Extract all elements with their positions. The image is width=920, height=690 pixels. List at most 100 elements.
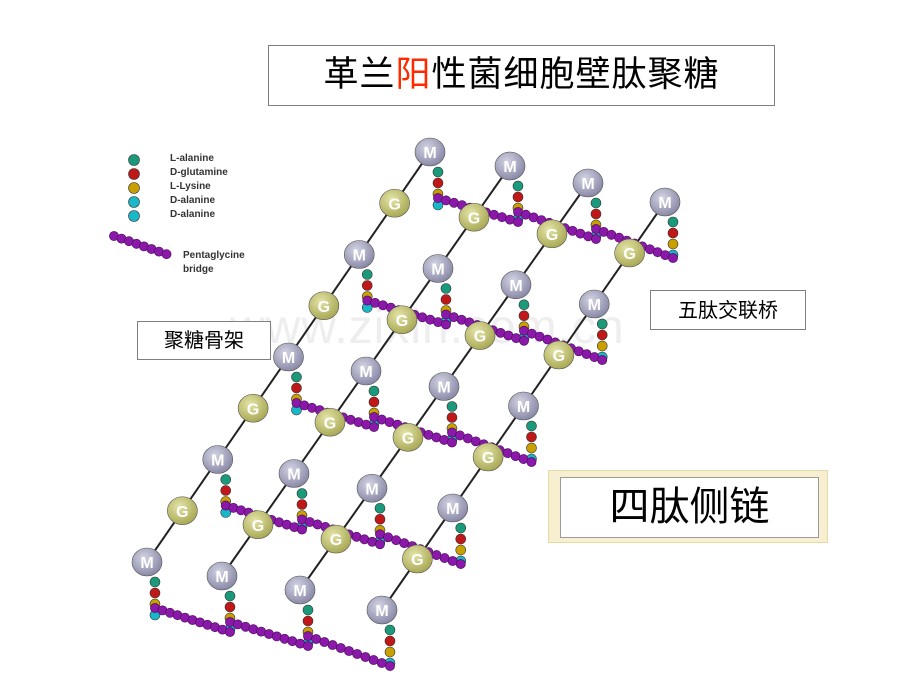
legend-label-3: L-Lysine — [170, 181, 211, 192]
g-sugar-node — [464, 321, 496, 350]
g-sugar-node — [543, 340, 575, 370]
amino-acid-bead — [526, 442, 537, 454]
g-sugar-node — [237, 393, 269, 423]
amino-acid-bead — [455, 533, 467, 545]
g-node-label: G — [396, 313, 408, 330]
legend-bridge-label-1: Pentaglycine — [183, 250, 245, 261]
amino-acid-bead — [361, 280, 373, 291]
legend-label-4: D-alanine — [170, 195, 216, 206]
amino-acid-bead — [526, 431, 537, 443]
amino-acid-bead — [455, 522, 467, 534]
m-node-label: M — [517, 399, 530, 416]
amino-acid-bead — [446, 401, 458, 412]
glycine-bead — [225, 627, 235, 637]
amino-acid-bead — [596, 329, 608, 341]
g-sugar-node — [614, 238, 645, 268]
amino-acid-bead — [440, 283, 452, 294]
g-node-label: G — [324, 415, 336, 432]
g-sugar-node — [320, 524, 352, 554]
m-sugar-node — [273, 342, 304, 372]
m-sugar-node — [414, 137, 446, 167]
amino-acid-bead — [432, 166, 444, 178]
g-node-label: G — [553, 348, 565, 365]
glycine-bead — [297, 524, 307, 535]
g-node-label: G — [402, 430, 414, 447]
amino-acid-bead — [667, 227, 679, 239]
g-node-label: G — [388, 196, 400, 213]
g-sugar-node — [379, 188, 410, 218]
g-sugar-node — [386, 305, 418, 335]
g-node-label: G — [252, 518, 264, 535]
glycine-bead — [375, 539, 385, 550]
m-sugar-node — [494, 151, 526, 181]
amino-acid-bead — [224, 601, 236, 613]
legend-glycine-bead — [161, 249, 172, 260]
m-node-label: M — [211, 453, 224, 470]
m-sugar-node — [131, 547, 163, 577]
amino-acid-bead — [220, 485, 232, 496]
glycine-bead — [526, 457, 537, 467]
amino-acid-bead — [374, 513, 386, 525]
legend-bead — [128, 168, 140, 180]
amino-acid-bead — [361, 269, 373, 280]
g-node-label: G — [176, 504, 188, 521]
m-sugar-node — [356, 473, 388, 503]
glycan-backbone-label: 聚糖骨架 — [137, 321, 271, 360]
g-sugar-node — [402, 544, 433, 574]
amino-acid-bead — [302, 615, 314, 627]
m-sugar-node — [428, 372, 460, 401]
amino-acid-bead — [291, 371, 302, 383]
g-node-label: G — [330, 532, 342, 549]
legend-bead — [128, 182, 140, 194]
legend-bead — [128, 210, 140, 222]
m-node-label: M — [353, 248, 366, 265]
amino-acid-bead — [590, 197, 602, 209]
m-node-label: M — [509, 278, 522, 295]
m-node-label: M — [658, 195, 671, 212]
glycine-bead — [591, 234, 601, 244]
g-sugar-node — [242, 510, 274, 540]
amino-acid-bead — [149, 576, 161, 588]
glycine-bead — [303, 641, 313, 651]
amino-acid-bead — [440, 294, 452, 305]
amino-acid-bead — [384, 646, 396, 658]
amino-acid-bead — [368, 396, 380, 408]
glycine-bead — [513, 217, 523, 227]
legend-label-5: D-alanine — [170, 209, 216, 220]
amino-acid-bead — [220, 474, 232, 485]
glycine-bead — [369, 422, 379, 432]
g-sugar-node — [167, 496, 198, 526]
glycine-bead — [519, 335, 529, 346]
m-node-label: M — [437, 380, 450, 397]
g-sugar-node — [536, 219, 568, 249]
m-node-label: M — [287, 467, 300, 484]
m-node-label: M — [423, 145, 436, 162]
m-node-label: M — [375, 603, 388, 620]
amino-acid-bead — [149, 587, 161, 599]
g-node-label: G — [474, 329, 486, 346]
amino-acid-bead — [384, 635, 396, 647]
amino-acid-bead — [596, 340, 608, 352]
m-sugar-node — [578, 289, 610, 319]
amino-acid-bead — [667, 216, 679, 228]
m-node-label: M — [588, 297, 601, 314]
g-sugar-node — [314, 407, 346, 437]
m-sugar-node — [206, 561, 238, 591]
tetrapeptide-label: 四肽侧链 — [560, 477, 819, 538]
glycine-bead — [597, 355, 608, 365]
amino-acid-bead — [291, 382, 302, 394]
amino-acid-bead — [512, 180, 524, 192]
title-highlight: 阳 — [395, 55, 432, 95]
legend-label-1: L-alanine — [170, 153, 214, 164]
g-node-label: G — [411, 552, 423, 569]
m-node-label: M — [215, 569, 228, 586]
m-sugar-node — [284, 575, 316, 605]
legend-bead — [128, 154, 140, 166]
amino-acid-bead — [518, 299, 530, 311]
amino-acid-bead — [368, 385, 380, 397]
m-node-label: M — [365, 481, 378, 498]
amino-acid-bead — [296, 499, 308, 510]
glycine-bead — [447, 437, 457, 448]
glycine-bead — [668, 253, 678, 263]
